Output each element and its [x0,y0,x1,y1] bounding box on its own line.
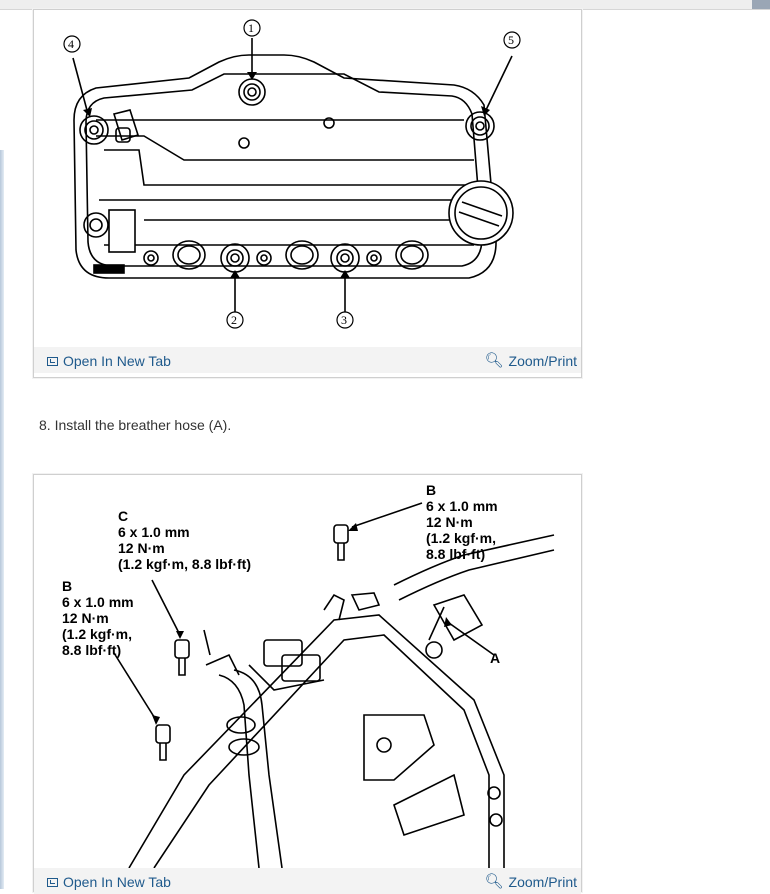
label-c-torque: 12 N·m [118,540,165,556]
zoom-print-link[interactable]: 🔍︎ Zoom/Print [484,353,577,369]
label-b-right-kgf: (1.2 kgf·m, [426,530,496,546]
label-c-kgf-lbf: (1.2 kgf·m, 8.8 lbf·ft) [118,556,251,572]
open-in-new-tab-link[interactable]: Open In New Tab [47,353,171,369]
label-b-right-letter: B [426,482,436,498]
label-b-right-lbf: 8.8 lbf·ft) [426,546,485,562]
zoom-print-label-2: Zoom/Print [508,874,577,890]
open-in-new-tab-icon [47,356,58,366]
label-b-left-lbf: 8.8 lbf·ft) [62,642,121,658]
cover-diagram: 1 2 3 4 5 [63,19,521,329]
magnifier-plus-icon: 🔍︎ [484,352,504,369]
open-in-new-tab-label-2: Open In New Tab [63,874,171,890]
window-left-edge [0,150,4,889]
open-in-new-tab-icon [47,877,58,887]
zoom-print-link-2[interactable]: 🔍︎ Zoom/Print [484,874,577,890]
label-b-right-torque: 12 N·m [426,514,473,530]
figure-1-link-bar: Open In New Tab 🔍︎ Zoom/Print [34,347,581,373]
label-b-left-size: 6 x 1.0 mm [62,594,134,610]
label-b-left-torque: 12 N·m [62,610,109,626]
label-b-left-letter: B [62,578,72,594]
label-a: A [490,650,500,666]
figure-breather-hose: B 6 x 1.0 mm 12 N·m (1.2 kgf·m, 8.8 lbf·… [33,474,582,894]
callout-5: 5 [508,33,514,47]
figure-2-link-bar: Open In New Tab 🔍︎ Zoom/Print [34,868,581,894]
label-c-letter: C [118,508,128,524]
label-c-size: 6 x 1.0 mm [118,524,190,540]
callout-1: 1 [248,21,254,35]
figure-cylinder-head-cover: 1 2 3 4 5 Open In New Tab 🔍︎ Zoom/Print [33,9,582,378]
callout-2: 2 [231,313,237,327]
scrollbar-corner [752,0,770,9]
callout-3: 3 [341,313,347,327]
callout-4: 4 [68,37,74,51]
label-b-right-size: 6 x 1.0 mm [426,498,498,514]
breather-hose-diagram: B 6 x 1.0 mm 12 N·m (1.2 kgf·m, 8.8 lbf·… [62,482,555,868]
magnifier-plus-icon: 🔍︎ [484,873,504,890]
open-in-new-tab-label: Open In New Tab [63,353,171,369]
step-8-instruction: 8. Install the breather hose (A). [39,417,232,433]
label-b-left-kgf: (1.2 kgf·m, [62,626,132,642]
zoom-print-label: Zoom/Print [508,353,577,369]
open-in-new-tab-link-2[interactable]: Open In New Tab [47,874,171,890]
